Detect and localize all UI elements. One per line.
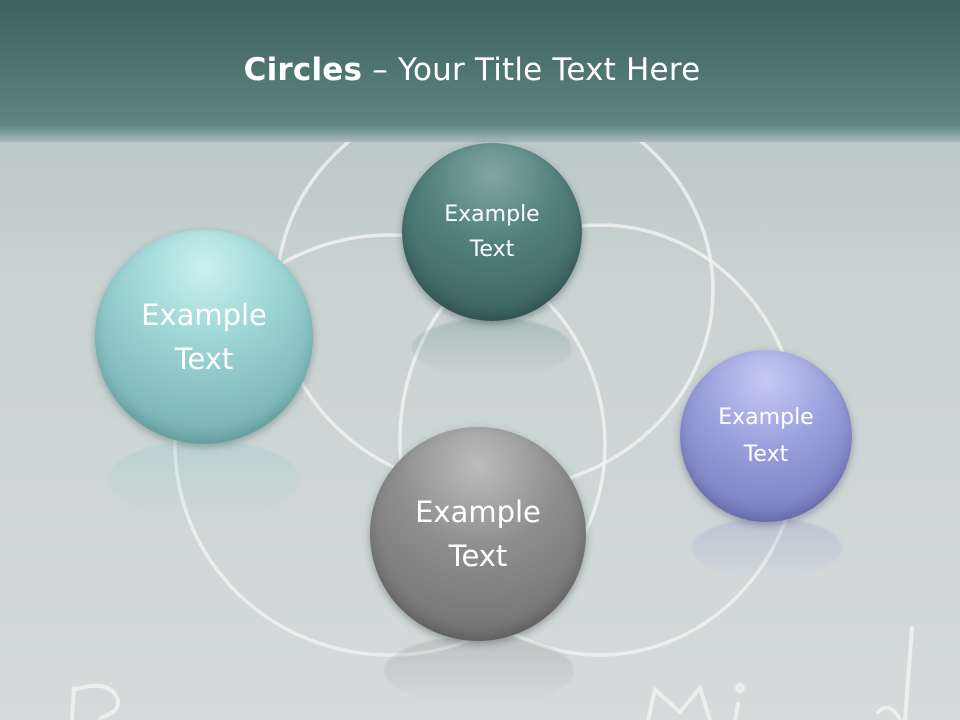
circle-text-line2: Text [448, 539, 508, 573]
circle-text-line2: Text [743, 442, 789, 467]
circle-reflection-1 [108, 440, 300, 520]
circle-reflection-3 [384, 636, 574, 706]
circle-text-line2: Text [174, 342, 234, 376]
circle-reflection-4 [692, 518, 842, 578]
circle-bubble-gray[interactable]: Example Text [370, 427, 586, 641]
circle-text-line1: Example [718, 405, 814, 430]
chalk-circle-left [173, 233, 607, 657]
circle-bubble-dark-teal[interactable]: Example Text [402, 143, 582, 321]
circle-bubble-teal-large[interactable]: Example Text [95, 230, 313, 444]
circle-bubble-lavender[interactable]: Example Text [680, 350, 852, 522]
circle-text-line2: Text [469, 237, 515, 262]
circle-text-line1: Example [141, 298, 267, 332]
slide-title-bold: Circles [243, 52, 363, 88]
circle-text-line1: Example [415, 495, 541, 529]
title-banner: Circles – Your Title Text Here [0, 0, 960, 142]
circle-reflection-2 [412, 318, 572, 378]
slide-title: Circles – Your Title Text Here [0, 52, 944, 88]
slide-title-rest: – Your Title Text Here [362, 52, 701, 88]
circle-text-line1: Example [444, 202, 540, 227]
chalk-handwriting [70, 626, 914, 720]
